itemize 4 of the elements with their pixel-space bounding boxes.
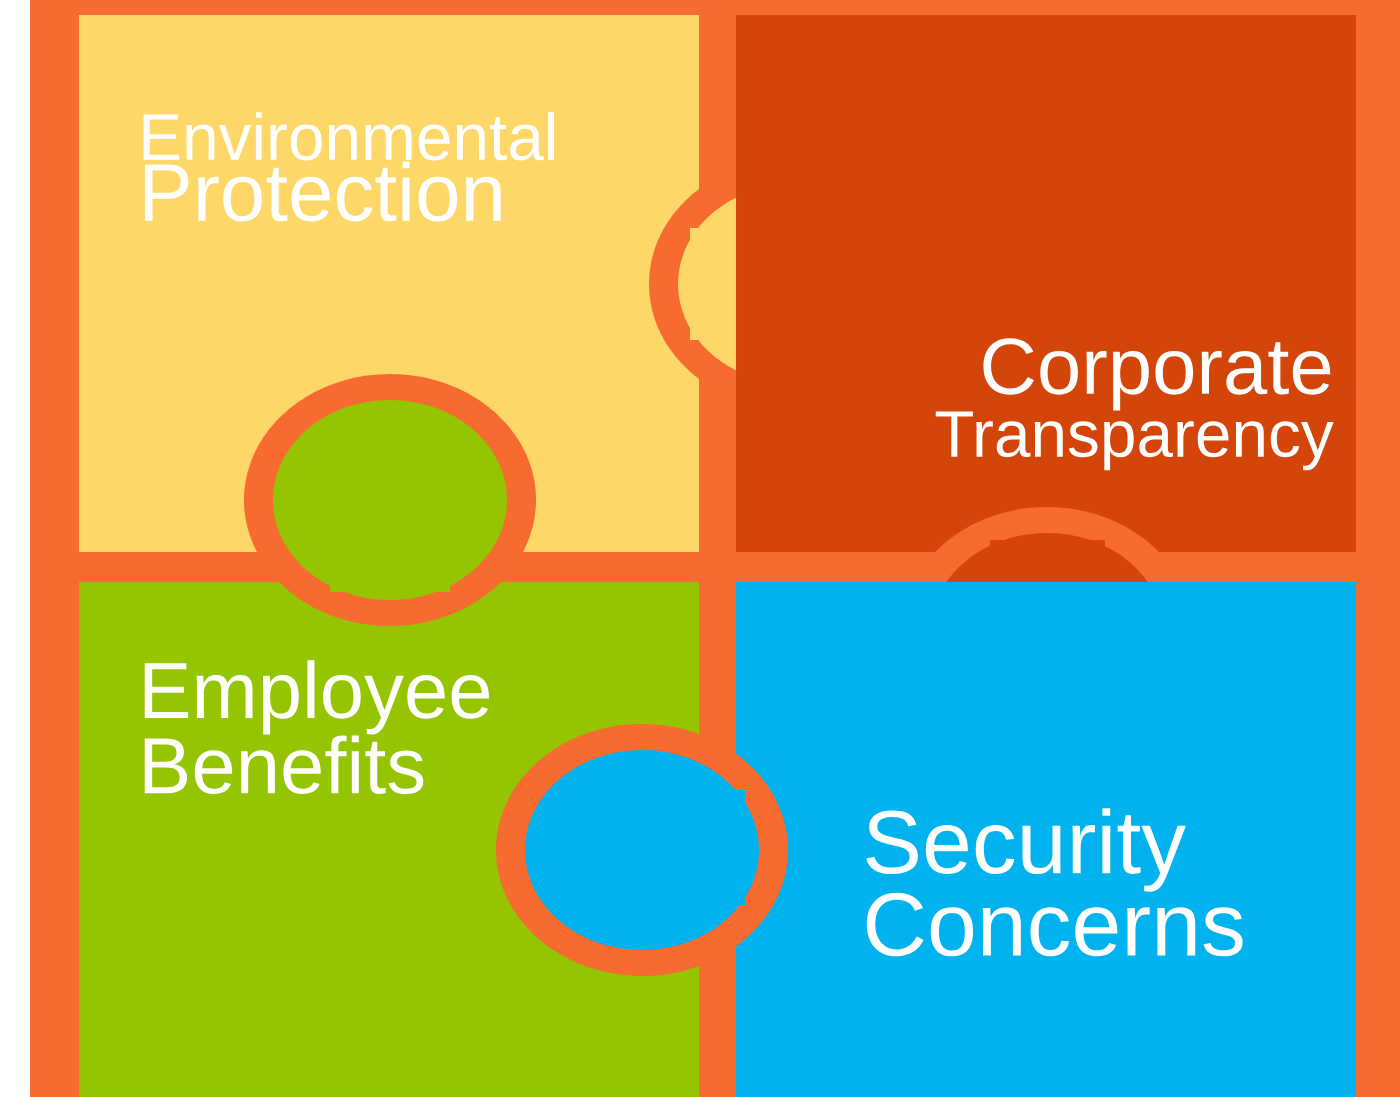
puzzle-label: Employee Benefits xyxy=(144,660,490,795)
puzzle-label: Security Concerns xyxy=(866,808,1243,957)
puzzle-label: Environmental Protection xyxy=(143,112,555,222)
puzzle-label: Corporate Transparency xyxy=(935,338,1334,471)
